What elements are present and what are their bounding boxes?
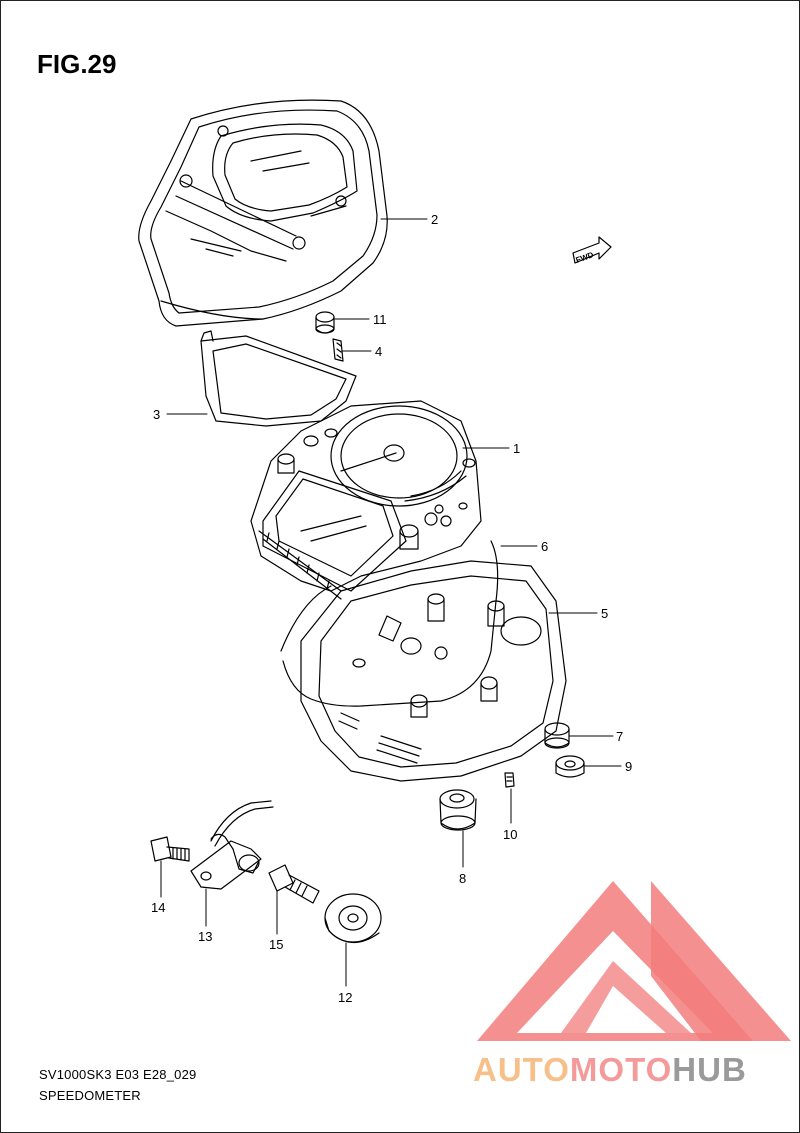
callout-8: 8 (459, 871, 466, 886)
part-3-lens (200, 330, 357, 427)
callout-3: 3 (153, 407, 160, 422)
callout-7: 7 (616, 729, 623, 744)
part-1-meter-assembly (250, 400, 482, 600)
part-2-meter-cover (138, 99, 388, 327)
leader-lines (160, 218, 622, 987)
callout-4: 4 (375, 344, 382, 359)
part-15-screw (268, 864, 320, 904)
part-7-grommet (544, 722, 570, 749)
figure-title: FIG.29 (37, 49, 117, 79)
part-8-grommet (439, 789, 477, 831)
callout-15: 15 (269, 937, 283, 952)
part-9-collar (555, 755, 585, 778)
callout-2: 2 (431, 212, 438, 227)
part-14-bolt (150, 836, 190, 862)
callout-13: 13 (198, 929, 212, 944)
callout-10: 10 (503, 827, 517, 842)
callout-1: 1 (513, 441, 520, 456)
watermark-part-auto: AUTO (473, 1051, 570, 1088)
callout-11: 11 (373, 312, 387, 327)
part-11-damper (315, 311, 335, 334)
part-6-wire (280, 540, 499, 707)
part-5-case (300, 560, 567, 782)
watermark-part-hub: HUB (672, 1051, 747, 1088)
watermark-wordmark: AUTOMOTOHUB (473, 1051, 747, 1089)
part-12-washer (324, 893, 382, 944)
watermark-logo-triangle (477, 881, 791, 1041)
footer-diagram-name: SPEEDOMETER (39, 1088, 141, 1103)
callout-6: 6 (541, 539, 548, 554)
part-4-screw (332, 338, 344, 362)
part-13-speed-sensor (190, 800, 274, 890)
callout-9: 9 (625, 759, 632, 774)
callout-12: 12 (338, 990, 352, 1005)
part-10-screw (504, 772, 515, 788)
callout-labels: 2 11 4 3 1 6 5 7 9 10 8 14 13 15 12 (151, 212, 632, 1005)
callout-5: 5 (601, 606, 608, 621)
footer-model-code: SV1000SK3 E03 E28_029 (39, 1067, 197, 1082)
watermark-part-moto: MOTO (569, 1051, 673, 1088)
fwd-arrow-icon: FWD (572, 236, 612, 265)
callout-14: 14 (151, 900, 165, 915)
